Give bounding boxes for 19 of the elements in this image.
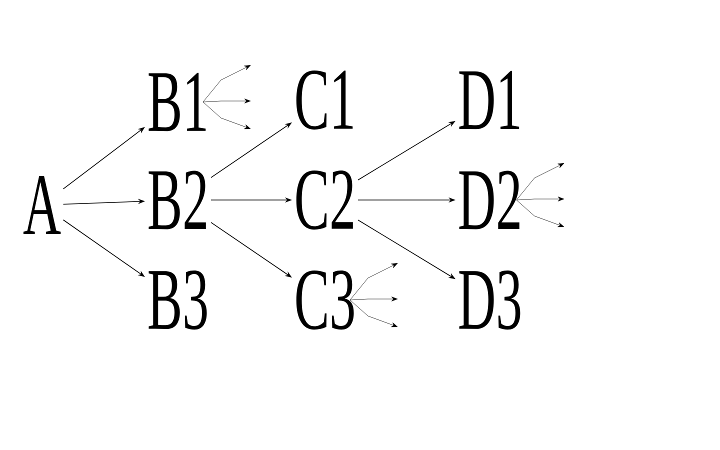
sketch-arrow	[202, 102, 251, 130]
letter-label: B1	[148, 72, 206, 132]
letter-label: C1	[296, 70, 353, 130]
letter-label: C3	[296, 270, 354, 330]
letter-label: A	[23, 176, 61, 234]
sketch-arrow	[350, 263, 398, 300]
sketch-arrow	[516, 196, 564, 202]
letter-label: D3	[459, 270, 520, 330]
letter-label: D1	[459, 70, 520, 130]
sketch-arrow	[202, 65, 251, 102]
sketch-arrow	[516, 163, 564, 200]
letter-label: C2	[296, 170, 353, 230]
sketch-arrow	[202, 98, 251, 104]
sketch-arrow	[516, 200, 564, 228]
letter-label: B3	[148, 270, 207, 330]
letter-label: B2	[148, 170, 206, 230]
sketch-arrow	[350, 296, 398, 302]
sketch-arrow	[350, 300, 398, 328]
letter-label: D2	[459, 170, 520, 230]
